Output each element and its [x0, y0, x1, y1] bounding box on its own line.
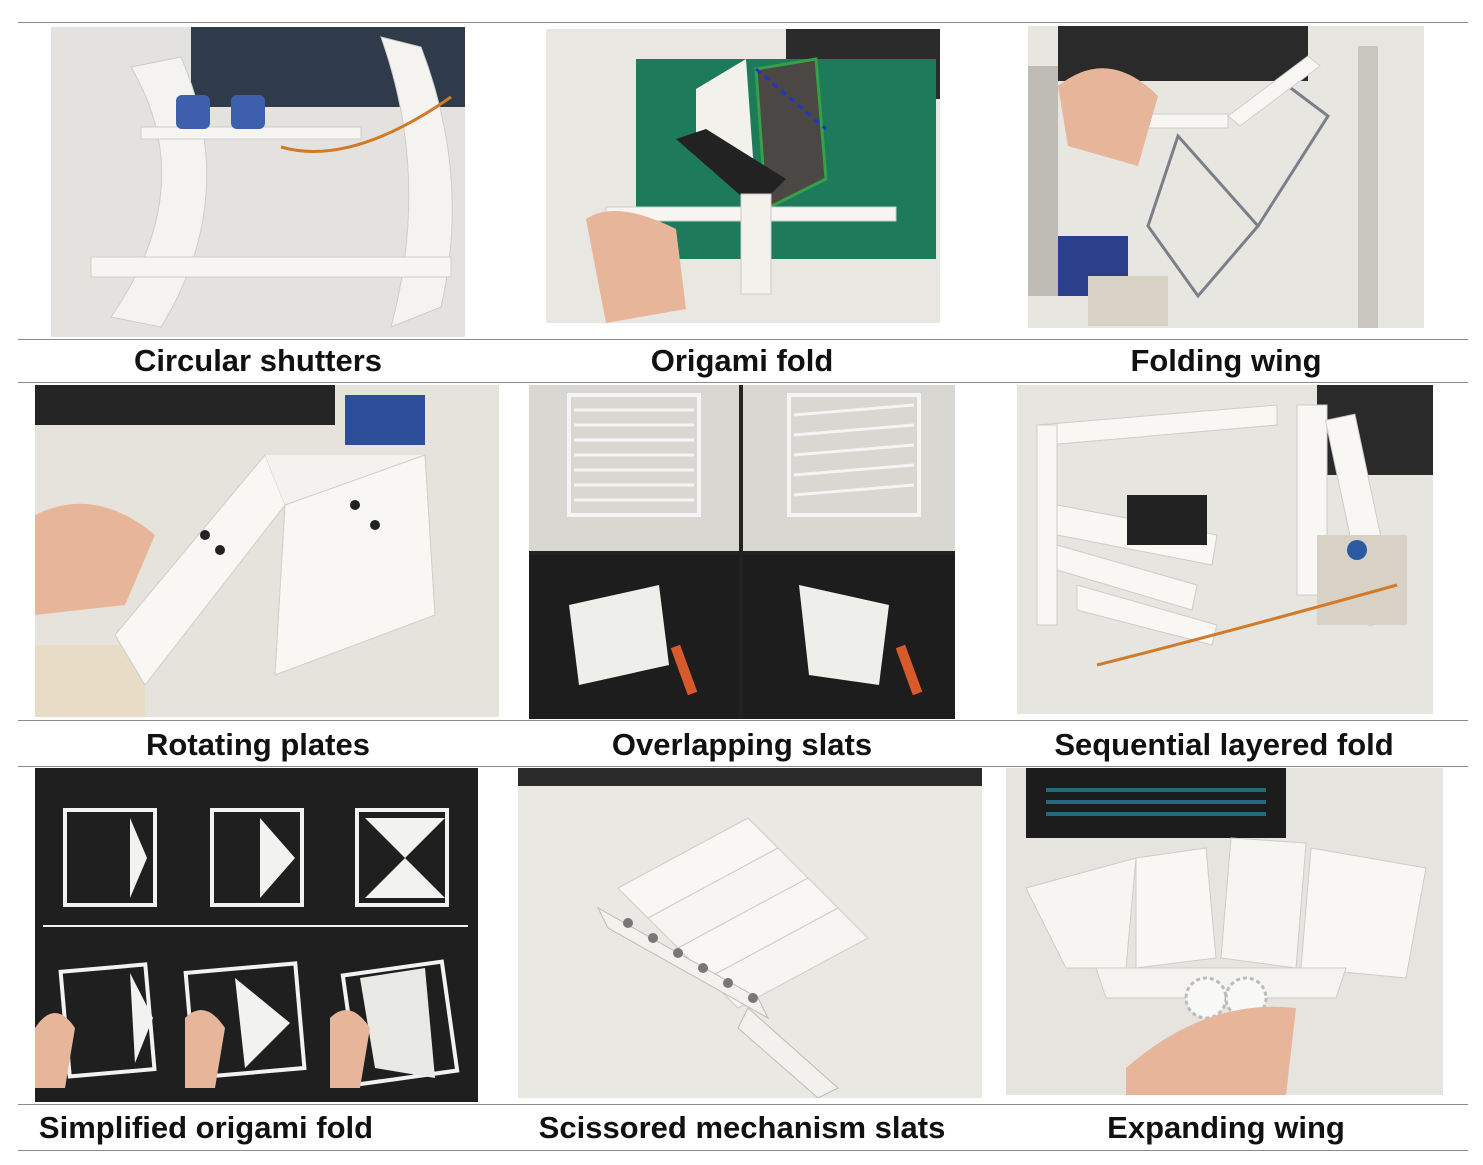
- photo-overlapping-slats: [529, 385, 955, 719]
- table-rule-row1-bottom: [18, 382, 1468, 383]
- caption-simplified-origami-fold: Simplified origami fold: [38, 1110, 374, 1145]
- caption-origami-fold: Origami fold: [650, 343, 834, 378]
- caption-overlapping-slats: Overlapping slats: [611, 727, 873, 762]
- photo-sequential-layered-fold: [1017, 385, 1433, 714]
- photo-simplified-origami-fold: [35, 768, 478, 1102]
- photo-circular-shutters: [51, 27, 465, 337]
- caption-circular-shutters: Circular shutters: [133, 343, 383, 378]
- photo-origami-fold: [546, 29, 940, 323]
- caption-folding-wing: Folding wing: [1130, 343, 1322, 378]
- caption-rotating-plates: Rotating plates: [146, 727, 370, 762]
- table-rule-row1-top: [18, 339, 1468, 340]
- table-rule-top: [18, 22, 1468, 23]
- table-rule-row3-top: [18, 1104, 1468, 1105]
- photo-expanding-wing: [1006, 768, 1443, 1095]
- photo-rotating-plates: [35, 385, 499, 717]
- table-rule-bottom: [18, 1150, 1468, 1151]
- table-rule-row2-bottom: [18, 766, 1468, 767]
- caption-scissored-mechanism-slats: Scissored mechanism slats: [538, 1110, 946, 1145]
- caption-sequential-layered-fold: Sequential layered fold: [1054, 727, 1394, 762]
- table-rule-row2-top: [18, 720, 1468, 721]
- photo-scissored-mechanism-slats: [518, 768, 982, 1098]
- photo-folding-wing: [1028, 26, 1424, 328]
- caption-expanding-wing: Expanding wing: [1107, 1110, 1345, 1145]
